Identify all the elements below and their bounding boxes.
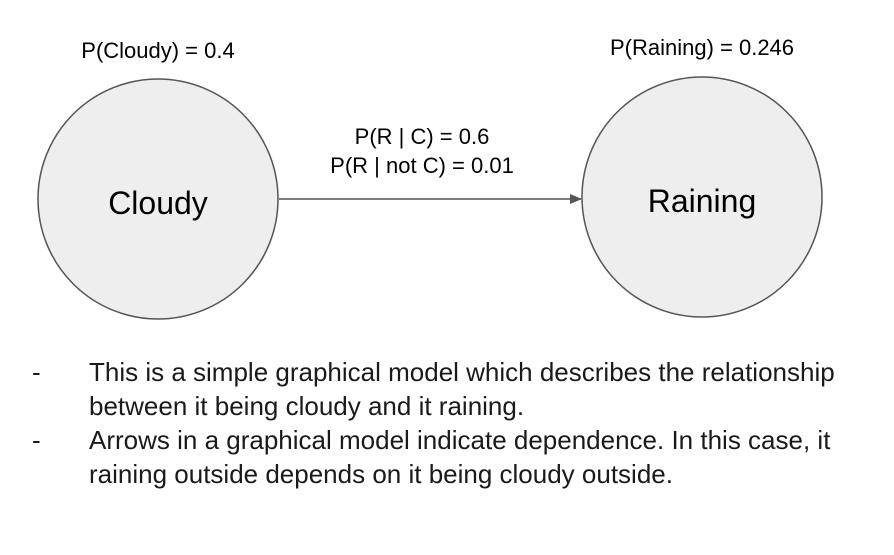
note-text: Arrows in a graphical model indicate dep… xyxy=(89,425,831,489)
raining-probability-label: P(Raining) = 0.246 xyxy=(610,35,794,60)
edge-label-given-not-cloudy: P(R | not C) = 0.01 xyxy=(330,153,514,178)
cloudy-node xyxy=(37,78,279,320)
cloudy-probability-label: P(Cloudy) = 0.4 xyxy=(81,38,234,63)
note-item: - Arrows in a graphical model indicate d… xyxy=(0,423,894,491)
explanation-notes: - This is a simple graphical model which… xyxy=(0,355,894,491)
bullet-dash: - xyxy=(32,357,41,387)
raining-node-label: Raining xyxy=(648,183,757,219)
note-text: This is a simple graphical model which d… xyxy=(89,357,835,421)
bullet-dash: - xyxy=(32,425,41,455)
cloudy-node-label: Cloudy xyxy=(108,185,208,221)
raining-node xyxy=(581,76,823,318)
graphical-model-diagram: Cloudy P(Cloudy) = 0.4 Raining P(Raining… xyxy=(37,35,823,320)
edge-label-given-cloudy: P(R | C) = 0.6 xyxy=(355,124,490,149)
note-item: - This is a simple graphical model which… xyxy=(0,355,894,423)
